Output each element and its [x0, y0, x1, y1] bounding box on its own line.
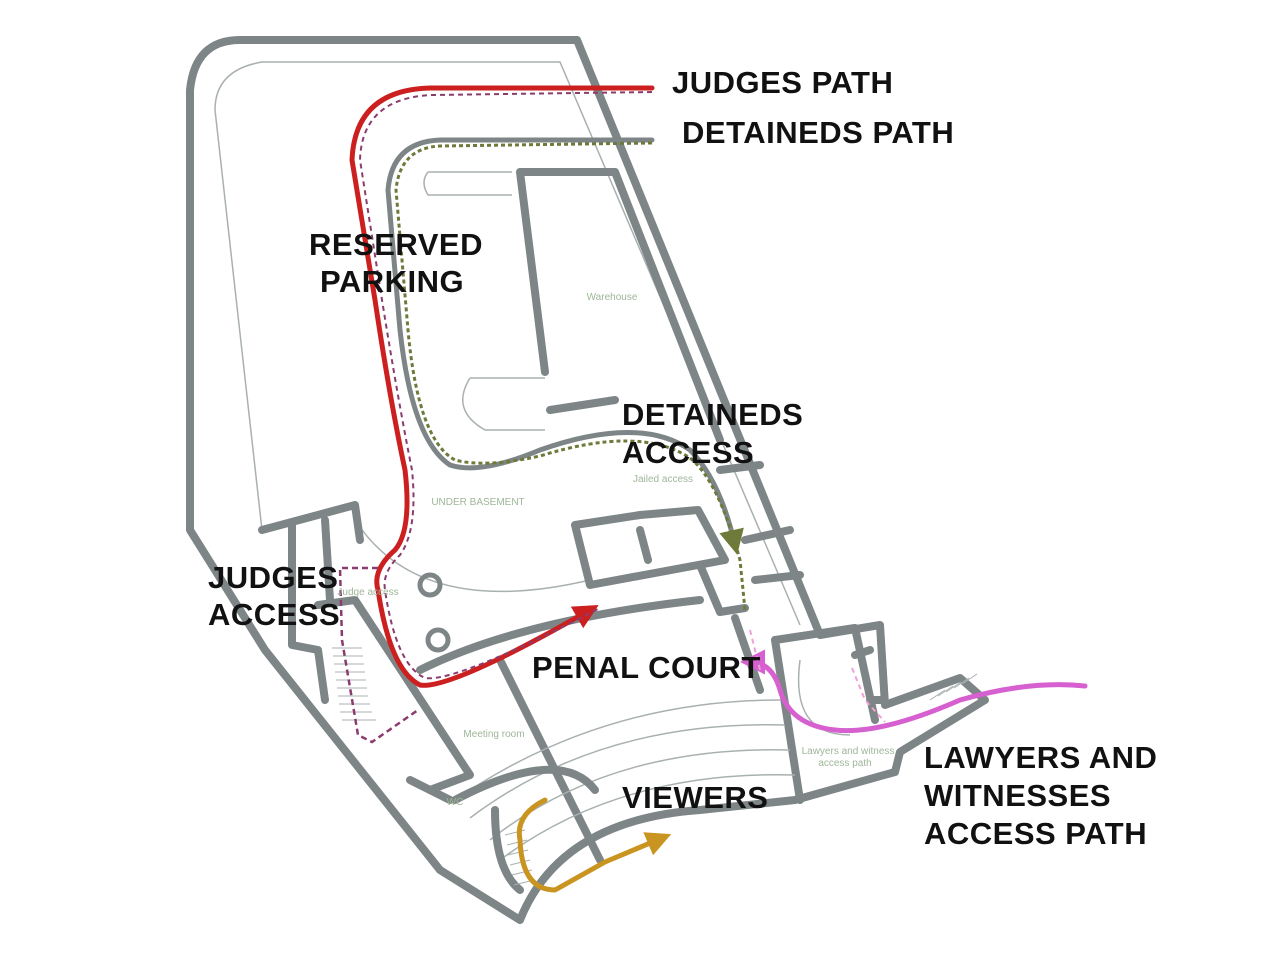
- label-penal-court: PENAL COURT: [532, 650, 761, 685]
- label-lawyers-line1: LAWYERS AND: [924, 740, 1157, 775]
- label-viewers: VIEWERS: [622, 780, 768, 815]
- judges-block-walls: [258, 501, 474, 794]
- label-judges-access: ACCESS: [208, 597, 340, 632]
- label-detaineds-path: DETAINEDS PATH: [682, 115, 954, 150]
- label-judges: JUDGES: [208, 560, 338, 595]
- lawyers-path: [740, 629, 1088, 734]
- room-label-judge-access: Judge access: [337, 587, 398, 598]
- room-label-witness-2: access path: [818, 758, 871, 769]
- basement-curve: [354, 519, 591, 593]
- stairs-judges: [332, 647, 376, 721]
- label-detaineds-access: ACCESS: [622, 435, 754, 470]
- witness-block-walls: [771, 624, 884, 724]
- room-label-jailed-access: Jailed access: [633, 474, 693, 485]
- circle-columns: [417, 572, 451, 653]
- room-label-witness-1: Lawyers and witness: [802, 746, 895, 757]
- witness-curve: [797, 659, 851, 736]
- label-detaineds: DETAINEDS: [622, 397, 803, 432]
- detaineds-path: [385, 137, 747, 611]
- courtroom-tiers: [454, 699, 796, 861]
- ramp-top: [423, 171, 512, 196]
- viewers-walls: [406, 765, 599, 894]
- stairs-viewers: [504, 829, 535, 886]
- room-label-under-basement: UNDER BASEMENT: [431, 497, 524, 508]
- warehouse-walls: [516, 168, 724, 444]
- label-lawyers-line3: ACCESS PATH: [924, 816, 1147, 851]
- outer-wall: [185, 36, 989, 924]
- viewers-path: [516, 797, 672, 893]
- ramp-bottom: [462, 377, 545, 431]
- room-label-meeting-room: Meeting room: [463, 729, 524, 740]
- label-lawyers-line2: WITNESSES: [924, 778, 1111, 813]
- room-label-wc: WC: [447, 797, 464, 808]
- annotation-labels: JUDGES PATH DETAINEDS PATH RESERVED PARK…: [208, 65, 1157, 851]
- room-label-warehouse: Warehouse: [587, 292, 638, 303]
- stairs-witness: [929, 673, 978, 701]
- label-reserved: RESERVED: [309, 227, 483, 262]
- judges-path: [338, 85, 655, 744]
- label-judges-path: JUDGES PATH: [672, 65, 893, 100]
- label-parking: PARKING: [320, 264, 464, 299]
- building-walls: [185, 36, 989, 924]
